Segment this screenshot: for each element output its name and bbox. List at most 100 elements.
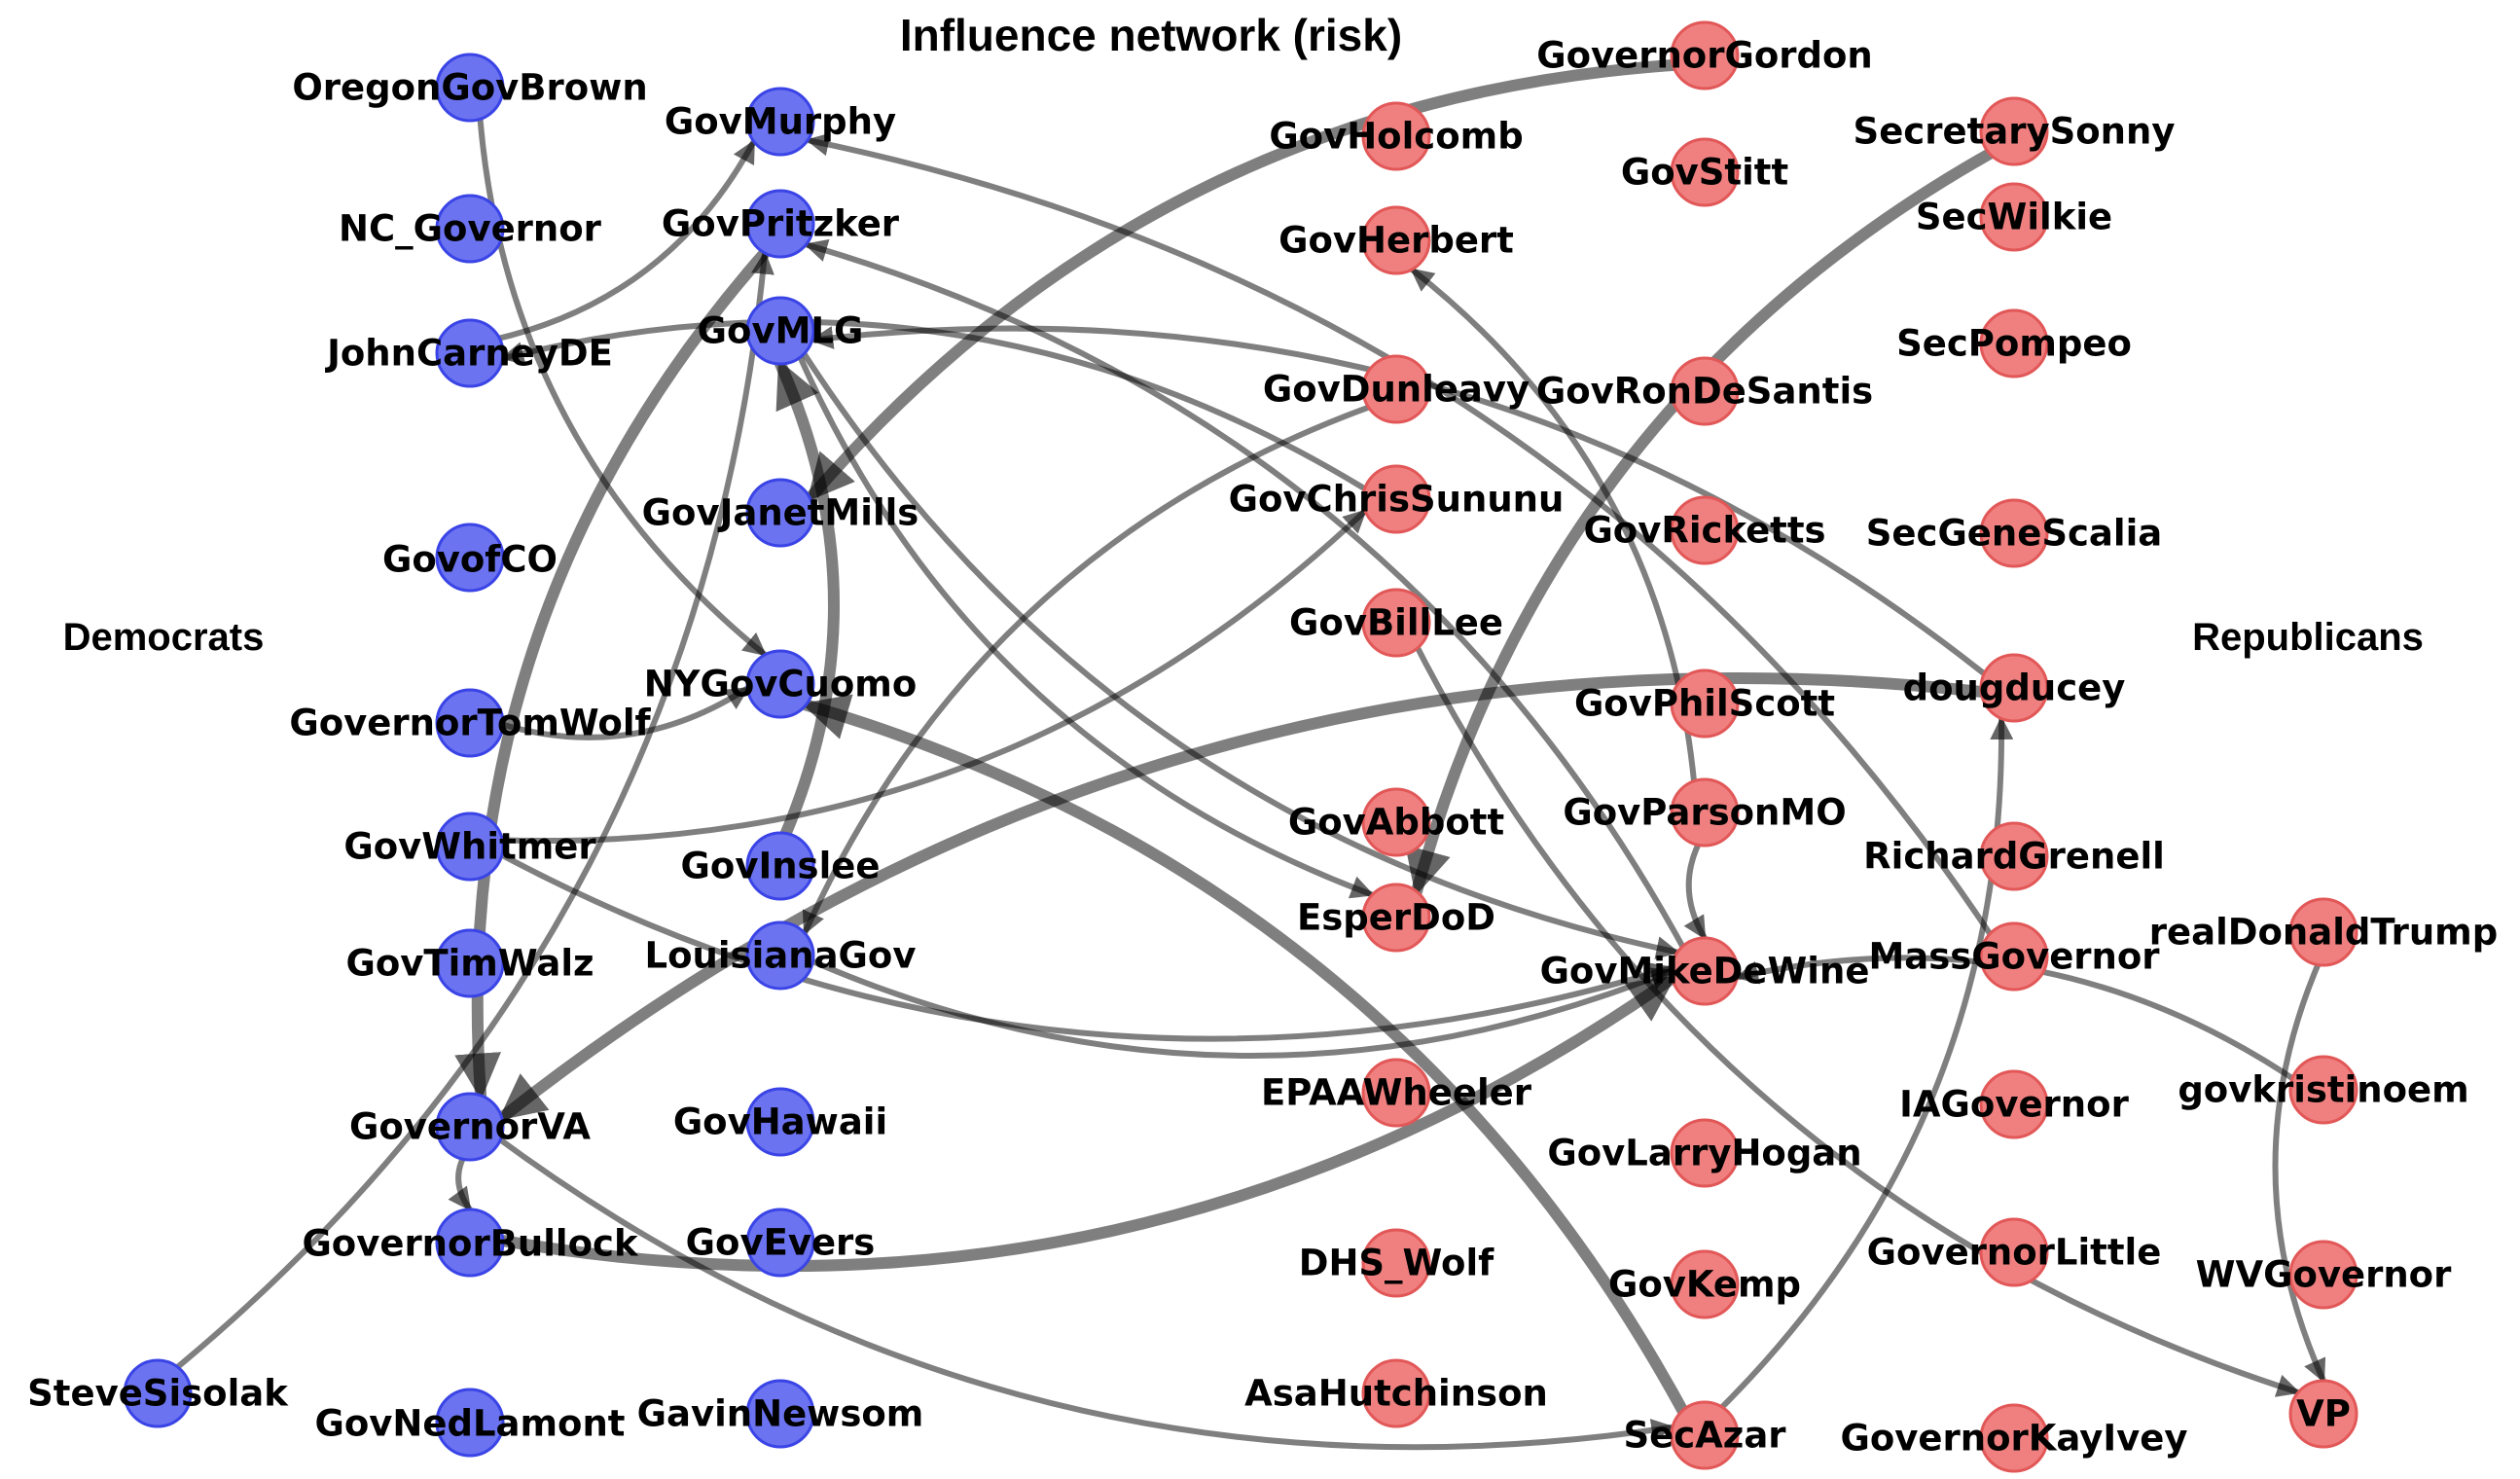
- node-label-GovernorBullock: GovernorBullock: [302, 1223, 639, 1265]
- node-realDonaldTrump: [2288, 897, 2358, 967]
- node-GovParsonMO: [1670, 777, 1740, 848]
- edge-GovernorTomWolf-to-NYGovCuomo: [486, 685, 751, 740]
- node-label-GovInslee: GovInslee: [681, 846, 881, 887]
- node-label-NC_Governor: NC_Governor: [339, 208, 602, 250]
- node-label-govkristinoem: govkristinoem: [2178, 1069, 2468, 1111]
- edge-LouisianaGov-to-GovMikeDeWine: [797, 953, 1674, 1060]
- edge-SecAzar-to-NYGovCuomo: [800, 694, 1696, 1429]
- node-IAGovernor: [1979, 1069, 2049, 1139]
- node-SecAzar: [1670, 1400, 1740, 1470]
- node-GovRicketts: [1670, 495, 1740, 565]
- node-RichardGrenell: [1979, 821, 2049, 891]
- node-SecPompeo: [1979, 308, 2049, 379]
- node-label-SecGeneScalia: SecGeneScalia: [1866, 513, 2162, 555]
- edge-JohnCarneyDE-to-GovMurphy: [483, 138, 757, 344]
- node-GovDunleavy: [1361, 354, 1431, 424]
- node-GovofCO: [435, 523, 505, 593]
- node-GovernorLittle: [1979, 1217, 2049, 1287]
- node-GavinNewsom: [745, 1379, 815, 1449]
- node-GovNedLamont: [435, 1388, 505, 1458]
- node-label-realDonaldTrump: realDonaldTrump: [2149, 912, 2498, 954]
- node-label-MassGovernor: MassGovernor: [1868, 936, 2160, 978]
- node-label-SecretarySonny: SecretarySonny: [1854, 111, 2176, 153]
- node-GovLarryHogan: [1670, 1118, 1740, 1188]
- node-label-GovHerbert: GovHerbert: [1278, 220, 1514, 262]
- node-label-GovNedLamont: GovNedLamont: [315, 1403, 626, 1445]
- edge-GovBillLee-to-VP: [1408, 632, 2302, 1397]
- node-JohnCarneyDE: [435, 318, 505, 388]
- node-EPAAWheeler: [1361, 1058, 1431, 1128]
- node-label-GovEvers: GovEvers: [686, 1222, 876, 1264]
- node-label-RichardGrenell: RichardGrenell: [1863, 836, 2165, 878]
- node-label-GovLarryHogan: GovLarryHogan: [1547, 1133, 1861, 1174]
- edge-realDonaldTrump-to-VP: [2272, 949, 2326, 1384]
- node-GovHawaii: [745, 1087, 815, 1157]
- nodes-layer: [123, 20, 2358, 1473]
- node-label-GovRicketts: GovRicketts: [1583, 510, 1825, 552]
- node-label-WVGovernor: WVGovernor: [2196, 1254, 2452, 1296]
- group-label-republicans: Republicans: [2192, 616, 2424, 659]
- node-label-SecWilkie: SecWilkie: [1916, 197, 2112, 238]
- node-label-GovMurphy: GovMurphy: [665, 101, 896, 143]
- node-label-SecPompeo: SecPompeo: [1896, 323, 2132, 365]
- node-label-IAGovernor: IAGovernor: [1899, 1084, 2129, 1126]
- node-label-NYGovCuomo: NYGovCuomo: [644, 664, 918, 705]
- node-DHS_Wolf: [1361, 1228, 1431, 1298]
- edge-GovWhitmer-to-GovChrisSununu: [486, 507, 1369, 845]
- node-GovPhilScott: [1670, 668, 1740, 739]
- node-label-dougducey: dougducey: [1903, 667, 2126, 709]
- node-label-GovernorVA: GovernorVA: [349, 1106, 591, 1148]
- node-GovKemp: [1670, 1249, 1740, 1319]
- edge-GovernorVA-to-SecAzar: [486, 1128, 1676, 1451]
- node-GovStitt: [1670, 137, 1740, 207]
- node-GovMLG: [745, 296, 815, 366]
- node-OregonGovBrown: [435, 53, 505, 123]
- node-label-GovChrisSununu: GovChrisSununu: [1229, 479, 1565, 521]
- node-label-GovAbbott: GovAbbott: [1288, 802, 1504, 844]
- node-label-GovTimWalz: GovTimWalz: [345, 943, 594, 985]
- node-label-GavinNewsom: GavinNewsom: [637, 1393, 924, 1435]
- node-GovMikeDeWine: [1670, 936, 1740, 1006]
- node-LouisianaGov: [745, 920, 815, 991]
- node-SecretarySonny: [1979, 96, 2049, 166]
- node-GovernorTomWolf: [435, 688, 505, 758]
- node-GovRonDeSantis: [1670, 356, 1740, 426]
- node-label-GovBillLee: GovBillLee: [1289, 602, 1503, 644]
- node-GovWhitmer: [435, 812, 505, 882]
- chart-title: Influence network (risk): [900, 10, 1402, 60]
- edge-GovInslee-to-GovMLG: [774, 358, 840, 852]
- node-label-GovWhitmer: GovWhitmer: [343, 826, 596, 868]
- edge-GovernorBullock-to-GovMikeDeWine: [483, 972, 1678, 1273]
- node-label-GovRonDeSantis: GovRonDeSantis: [1536, 371, 1873, 413]
- node-label-GovernorTomWolf: GovernorTomWolf: [289, 703, 651, 744]
- node-label-GovernorLittle: GovernorLittle: [1867, 1232, 2162, 1274]
- node-GovPritzker: [745, 189, 815, 259]
- node-GovernorVA: [435, 1092, 505, 1162]
- node-GovernorKayIvey: [1979, 1403, 2049, 1473]
- node-GovJanetMills: [745, 478, 815, 548]
- edge-GovMikeDeWine-to-GovPritzker: [803, 238, 1693, 962]
- node-GovTimWalz: [435, 928, 505, 998]
- edge-GovDunleavy-to-LouisianaGov: [802, 399, 1385, 936]
- node-label-GovMLG: GovMLG: [698, 310, 864, 352]
- edge-SteveSisolak-to-GovPritzker: [163, 250, 774, 1379]
- node-NC_Governor: [435, 194, 505, 264]
- node-GovEvers: [745, 1208, 815, 1278]
- node-GovBillLee: [1361, 588, 1431, 658]
- edge-GovWhitmer-to-GovMikeDeWine: [486, 846, 1675, 1042]
- node-label-GovofCO: GovofCO: [382, 539, 558, 581]
- node-label-DHS_Wolf: DHS_Wolf: [1299, 1243, 1494, 1284]
- node-GovInslee: [745, 831, 815, 901]
- node-label-JohnCarneyDE: JohnCarneyDE: [324, 333, 613, 375]
- node-GovernorGordon: [1670, 20, 1740, 90]
- node-SecGeneScalia: [1979, 498, 2049, 568]
- edge-MassGovernor-to-GovMurphy: [805, 132, 2001, 949]
- node-label-GovPritzker: GovPritzker: [662, 203, 900, 245]
- node-GovMurphy: [745, 87, 815, 157]
- node-label-GovStitt: GovStitt: [1621, 152, 1788, 194]
- node-label-GovMikeDeWine: GovMikeDeWine: [1540, 951, 1870, 992]
- node-label-GovKemp: GovKemp: [1608, 1264, 1801, 1306]
- node-label-GovernorKayIvey: GovernorKayIvey: [1841, 1418, 2188, 1460]
